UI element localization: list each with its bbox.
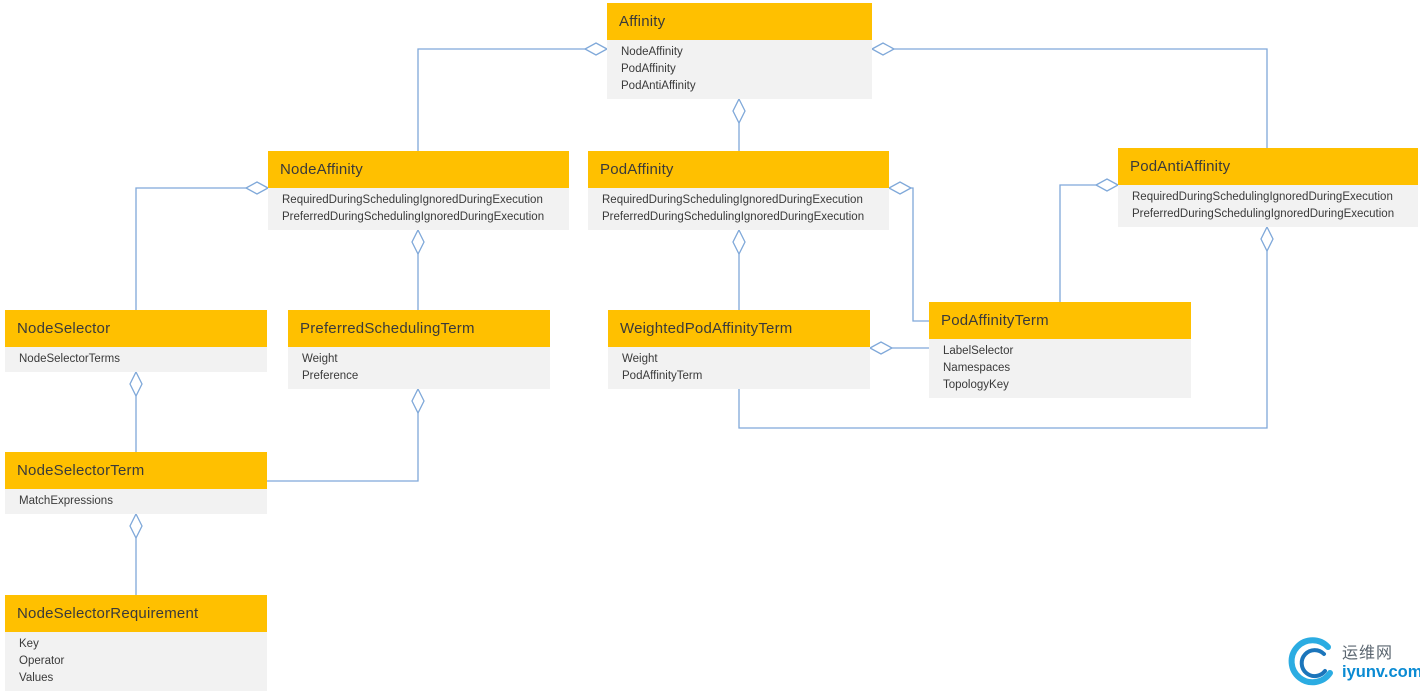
class-field: Weight xyxy=(622,353,658,365)
class-fields-pod-affinity-term: LabelSelector Namespaces TopologyKey xyxy=(929,339,1191,398)
class-box-preferred-scheduling-term: PreferredSchedulingTerm Weight Preferenc… xyxy=(288,310,550,389)
class-box-node-selector: NodeSelector NodeSelectorTerms xyxy=(5,310,267,372)
class-title-pod-affinity-term: PodAffinityTerm xyxy=(929,302,1191,339)
connector-affinity-podantiaffinity xyxy=(870,42,1268,148)
class-box-pod-affinity: PodAffinity RequiredDuringSchedulingIgno… xyxy=(588,151,889,230)
class-fields-node-selector-requirement: Key Operator Values xyxy=(5,632,267,691)
class-field: Values xyxy=(19,672,54,684)
class-title-node-affinity: NodeAffinity xyxy=(268,151,569,188)
class-field: PreferredDuringSchedulingIgnoredDuringEx… xyxy=(602,211,865,223)
class-field: Weight xyxy=(302,353,338,365)
class-title-node-selector-requirement: NodeSelectorRequirement xyxy=(5,595,267,632)
class-field: LabelSelector xyxy=(943,345,1014,357)
class-fields-node-selector: NodeSelectorTerms xyxy=(5,347,267,372)
class-fields-affinity: NodeAffinity PodAffinity PodAntiAffinity xyxy=(607,40,872,99)
connector-podaffinity-podaffinityterm xyxy=(887,181,929,322)
class-box-pod-affinity-term: PodAffinityTerm LabelSelector Namespaces… xyxy=(929,302,1191,398)
connector-weightedpodaffinityterm-podaffinityterm xyxy=(868,341,929,355)
class-field: RequiredDuringSchedulingIgnoredDuringExe… xyxy=(1132,191,1393,203)
class-box-node-selector-term: NodeSelectorTerm MatchExpressions xyxy=(5,452,267,514)
class-title-node-selector: NodeSelector xyxy=(5,310,267,347)
connector-nodeaffinity-nodeselector xyxy=(135,181,270,310)
class-title-weighted-pod-affinity-term: WeightedPodAffinityTerm xyxy=(608,310,870,347)
class-fields-node-selector-term: MatchExpressions xyxy=(5,489,267,514)
watermark: 运维网 iyunv.com xyxy=(1286,636,1420,690)
class-fields-pod-affinity: RequiredDuringSchedulingIgnoredDuringExe… xyxy=(588,188,889,230)
watermark-text: 运维网 iyunv.com xyxy=(1342,645,1420,681)
class-field: PreferredDuringSchedulingIgnoredDuringEx… xyxy=(282,211,545,223)
class-field: Key xyxy=(19,638,39,650)
connector-preferredschedulingterm-nodeselectorterm xyxy=(267,387,425,482)
connector-nodeselectorterm-nodeselectorrequirement xyxy=(129,512,143,595)
class-field: NodeAffinity xyxy=(621,46,683,58)
watermark-site-name: 运维网 xyxy=(1342,645,1394,663)
class-fields-weighted-pod-affinity-term: Weight PodAffinityTerm xyxy=(608,347,870,389)
connector-podantiaffinity-podaffinityterm xyxy=(1059,178,1120,302)
class-field: TopologyKey xyxy=(943,379,1009,391)
connector-nodeaffinity-preferredschedulingterm xyxy=(411,228,425,310)
class-box-node-selector-requirement: NodeSelectorRequirement Key Operator Val… xyxy=(5,595,267,691)
class-field: Operator xyxy=(19,655,65,667)
connector-nodeselector-nodeselectorterm xyxy=(129,370,143,452)
class-title-affinity: Affinity xyxy=(607,3,872,40)
class-fields-pod-anti-affinity: RequiredDuringSchedulingIgnoredDuringExe… xyxy=(1118,185,1418,227)
connector-affinity-nodeaffinity xyxy=(417,42,609,151)
class-field: PodAffinityTerm xyxy=(622,370,703,382)
iyunv-logo-icon xyxy=(1288,637,1333,686)
class-field: Namespaces xyxy=(943,362,1011,374)
class-fields-preferred-scheduling-term: Weight Preference xyxy=(288,347,550,389)
class-fields-node-affinity: RequiredDuringSchedulingIgnoredDuringExe… xyxy=(268,188,569,230)
connector-podaffinity-weightedpodaffinityterm xyxy=(732,228,746,310)
class-box-affinity: Affinity NodeAffinity PodAffinity PodAnt… xyxy=(607,3,872,99)
class-box-node-affinity: NodeAffinity RequiredDuringSchedulingIgn… xyxy=(268,151,569,230)
class-title-pod-anti-affinity: PodAntiAffinity xyxy=(1118,148,1418,185)
watermark-site-url: iyunv.com xyxy=(1342,662,1420,681)
class-field: Preference xyxy=(302,370,359,382)
class-field: PreferredDuringSchedulingIgnoredDuringEx… xyxy=(1132,208,1395,220)
class-field: PodAntiAffinity xyxy=(621,80,696,92)
class-field: RequiredDuringSchedulingIgnoredDuringExe… xyxy=(282,194,543,206)
class-box-weighted-pod-affinity-term: WeightedPodAffinityTerm Weight PodAffini… xyxy=(608,310,870,389)
class-field: RequiredDuringSchedulingIgnoredDuringExe… xyxy=(602,194,863,206)
class-field: MatchExpressions xyxy=(19,495,113,507)
class-title-pod-affinity: PodAffinity xyxy=(588,151,889,188)
class-title-preferred-scheduling-term: PreferredSchedulingTerm xyxy=(288,310,550,347)
connector-affinity-podaffinity xyxy=(732,97,746,151)
class-field: PodAffinity xyxy=(621,63,676,75)
class-box-pod-anti-affinity: PodAntiAffinity RequiredDuringScheduling… xyxy=(1118,148,1418,227)
class-field: NodeSelectorTerms xyxy=(19,353,120,365)
class-title-node-selector-term: NodeSelectorTerm xyxy=(5,452,267,489)
